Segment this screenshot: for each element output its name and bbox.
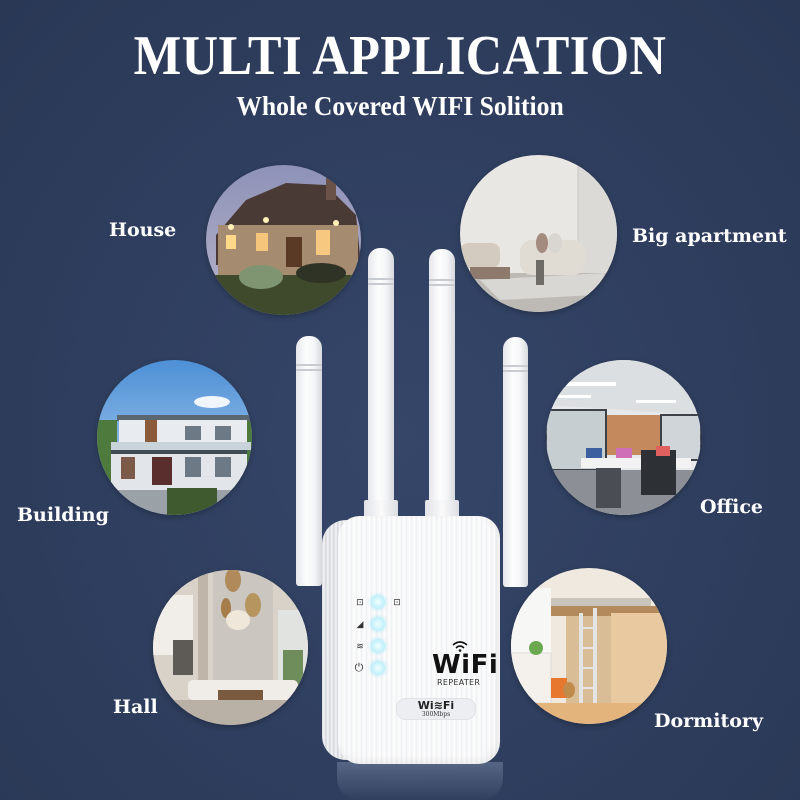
label-big-apartment: Big apartment bbox=[632, 225, 787, 247]
label-dormitory: Dormitory bbox=[654, 710, 763, 732]
wifi-signal-icon bbox=[452, 641, 468, 652]
badge-speed: 300Mbps bbox=[421, 711, 451, 718]
house-image bbox=[206, 165, 361, 315]
led-wifi bbox=[371, 639, 385, 653]
antenna-base-left bbox=[364, 500, 398, 520]
brand-repeater: REPEATER bbox=[437, 678, 481, 687]
power-icon: ⏻ bbox=[354, 661, 364, 674]
lan-port-icon: ⊡ bbox=[356, 598, 364, 608]
hall-image bbox=[153, 570, 308, 725]
antenna-outer-right bbox=[503, 337, 528, 587]
led-lan bbox=[371, 595, 385, 609]
page-title: MULTI APPLICATION bbox=[133, 25, 667, 87]
brand-wifi: WiFi bbox=[432, 650, 499, 680]
antenna-inner-left bbox=[368, 248, 394, 502]
speed-badge: Wi≋Fi 300Mbps bbox=[396, 698, 476, 720]
antenna-outer-left bbox=[296, 336, 322, 586]
led-power bbox=[371, 661, 385, 675]
label-office: Office bbox=[700, 496, 764, 518]
label-house: House bbox=[109, 219, 177, 241]
led-signal bbox=[371, 617, 385, 631]
building-image bbox=[97, 360, 252, 515]
big-apartment-image bbox=[460, 155, 617, 312]
wifi-repeater-device bbox=[338, 516, 500, 764]
antenna-inner-right bbox=[429, 249, 455, 503]
label-hall: Hall bbox=[113, 696, 158, 718]
page-subtitle: Whole Covered WIFI Solition bbox=[236, 91, 564, 121]
office-image bbox=[546, 360, 701, 515]
label-building: Building bbox=[17, 504, 109, 526]
dormitory-image bbox=[511, 568, 667, 724]
signal-icon: ◢ bbox=[356, 620, 364, 630]
wifi-icon: ≋ bbox=[356, 642, 364, 652]
badge-wifi-text: Wi≋Fi bbox=[417, 699, 455, 712]
lan-port-icon-2: ⊡ bbox=[393, 598, 401, 608]
antenna-base-right bbox=[425, 500, 459, 520]
device-reflection bbox=[337, 762, 503, 800]
